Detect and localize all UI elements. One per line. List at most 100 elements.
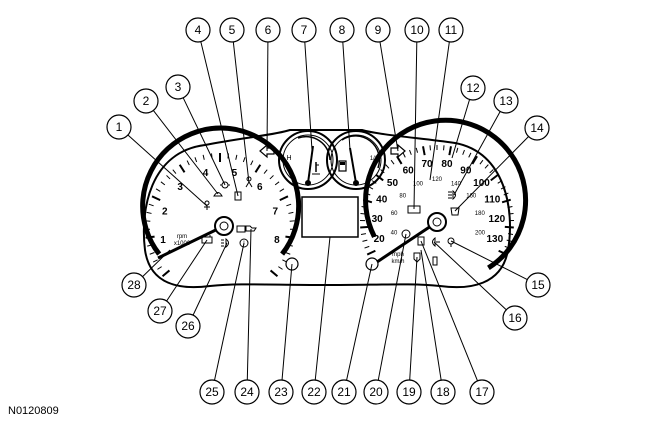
callout-number: 2 <box>143 94 150 108</box>
tachometer-tick <box>270 175 274 179</box>
tachometer-number: 6 <box>257 182 263 193</box>
speedometer-tick <box>367 251 375 255</box>
tachometer-tick <box>187 161 189 165</box>
callout-number: 23 <box>274 385 288 399</box>
coolant-temperature-icon <box>312 162 320 174</box>
tachometer-number: 4 <box>203 168 209 179</box>
speedometer-mph-number: 130 <box>486 234 503 245</box>
tachometer-tick <box>251 161 253 165</box>
callout-number: 10 <box>410 23 424 37</box>
speedometer-mph-number: 40 <box>376 195 388 206</box>
callout-number: 19 <box>402 385 416 399</box>
tachometer-tick <box>152 196 160 200</box>
callout-number: 15 <box>531 278 545 292</box>
fuel-gauge: 1/2 <box>327 131 385 189</box>
callout-number: 26 <box>181 319 195 333</box>
speedometer-tick <box>360 227 369 228</box>
speedometer-tick <box>508 234 513 235</box>
speedometer-mph-number: 20 <box>374 234 386 245</box>
speedometer-tick <box>463 150 465 155</box>
speedometer-tick <box>416 148 417 153</box>
speedometer-unit: km/h <box>391 259 404 265</box>
tachometer-tick <box>195 157 197 162</box>
tachometer-tick <box>255 165 260 173</box>
engine-warning-icon <box>237 226 245 232</box>
callout-number: 6 <box>265 23 272 37</box>
speedometer-tick <box>449 146 451 155</box>
tachometer-tick <box>203 155 204 160</box>
tachometer-tick <box>280 196 288 200</box>
speedometer-kmh-number: 180 <box>475 211 486 217</box>
tachometer-tick <box>275 182 279 185</box>
callout-number: 13 <box>499 94 513 108</box>
callout-number: 14 <box>530 121 544 135</box>
tachometer-tick <box>180 165 185 173</box>
callout-number: 22 <box>307 385 321 399</box>
tachometer-number: 7 <box>272 206 278 217</box>
speedometer-tick <box>361 234 366 235</box>
tachometer-tick <box>173 170 176 174</box>
callout-number: 4 <box>195 23 202 37</box>
speedometer-kmh-number: 60 <box>391 211 398 217</box>
speedometer-tick <box>480 160 483 164</box>
tachometer-tick <box>278 267 282 270</box>
speedometer-tick <box>469 153 471 157</box>
tachometer-number: 8 <box>274 235 280 246</box>
low-washer-fluid-icon <box>214 193 222 197</box>
tachometer-tick <box>156 189 160 192</box>
temperature-hot-label: H <box>286 155 291 162</box>
callout-number: 9 <box>375 23 382 37</box>
fuel-half-label: 1/2 <box>370 156 379 162</box>
speedometer-tick <box>403 153 405 157</box>
tachometer-number: 2 <box>162 206 168 217</box>
figure-id: N0120809 <box>8 405 59 417</box>
speedometer-kmh-number: 40 <box>391 230 398 236</box>
tachometer-hub <box>215 217 233 235</box>
tachometer-unit: rpm <box>177 234 187 240</box>
callout-number: 8 <box>339 23 346 37</box>
speedometer-tick <box>365 246 370 248</box>
tachometer-tick <box>288 212 293 213</box>
speedometer-tick <box>391 160 394 164</box>
speedometer-tick <box>360 213 365 214</box>
temperature-gauge: H <box>279 131 337 189</box>
tachometer-tick <box>149 204 154 206</box>
charging-system-icon <box>202 235 212 243</box>
callout-number: 20 <box>369 385 383 399</box>
speedometer-tick <box>485 165 488 169</box>
low-tire-pressure-icon <box>451 208 459 215</box>
speedometer-mph-number: 110 <box>484 195 501 206</box>
speedometer-hub <box>428 213 446 231</box>
speedometer-tick <box>507 240 512 241</box>
tachometer-tick <box>236 155 237 160</box>
callout-leader-line <box>315 237 330 380</box>
speedometer-tick <box>423 146 425 155</box>
tachometer-number: 1 <box>160 235 166 246</box>
tachometer-tick <box>286 204 291 206</box>
tachometer-tick <box>264 170 267 174</box>
tachometer-tick <box>157 267 161 270</box>
speedometer-tick <box>505 227 514 228</box>
temperature-needle <box>308 146 313 183</box>
speedometer-kmh-number: 200 <box>475 230 486 236</box>
callout-number: 17 <box>475 385 489 399</box>
traction-control-icon <box>433 257 437 265</box>
tachometer-needle <box>158 226 224 258</box>
callout-leader-line <box>452 99 470 158</box>
speedometer-kmh-number: 80 <box>399 193 406 199</box>
speedometer-mph-number: 50 <box>387 178 399 189</box>
callout-leader-line <box>305 42 312 150</box>
speedometer-mph-number: 80 <box>441 159 453 170</box>
speedometer-kmh-number: 120 <box>432 177 443 183</box>
tachometer-tick <box>271 270 278 276</box>
speedometer-tick <box>362 240 367 241</box>
callout-number: 5 <box>229 23 236 37</box>
callout-leader-line <box>167 240 207 301</box>
tachometer-tick <box>150 253 155 255</box>
tachometer-tick <box>285 237 294 238</box>
fuel-pump-icon <box>339 161 346 171</box>
tachometer-tick <box>153 260 157 262</box>
speedometer-needle <box>377 222 437 262</box>
